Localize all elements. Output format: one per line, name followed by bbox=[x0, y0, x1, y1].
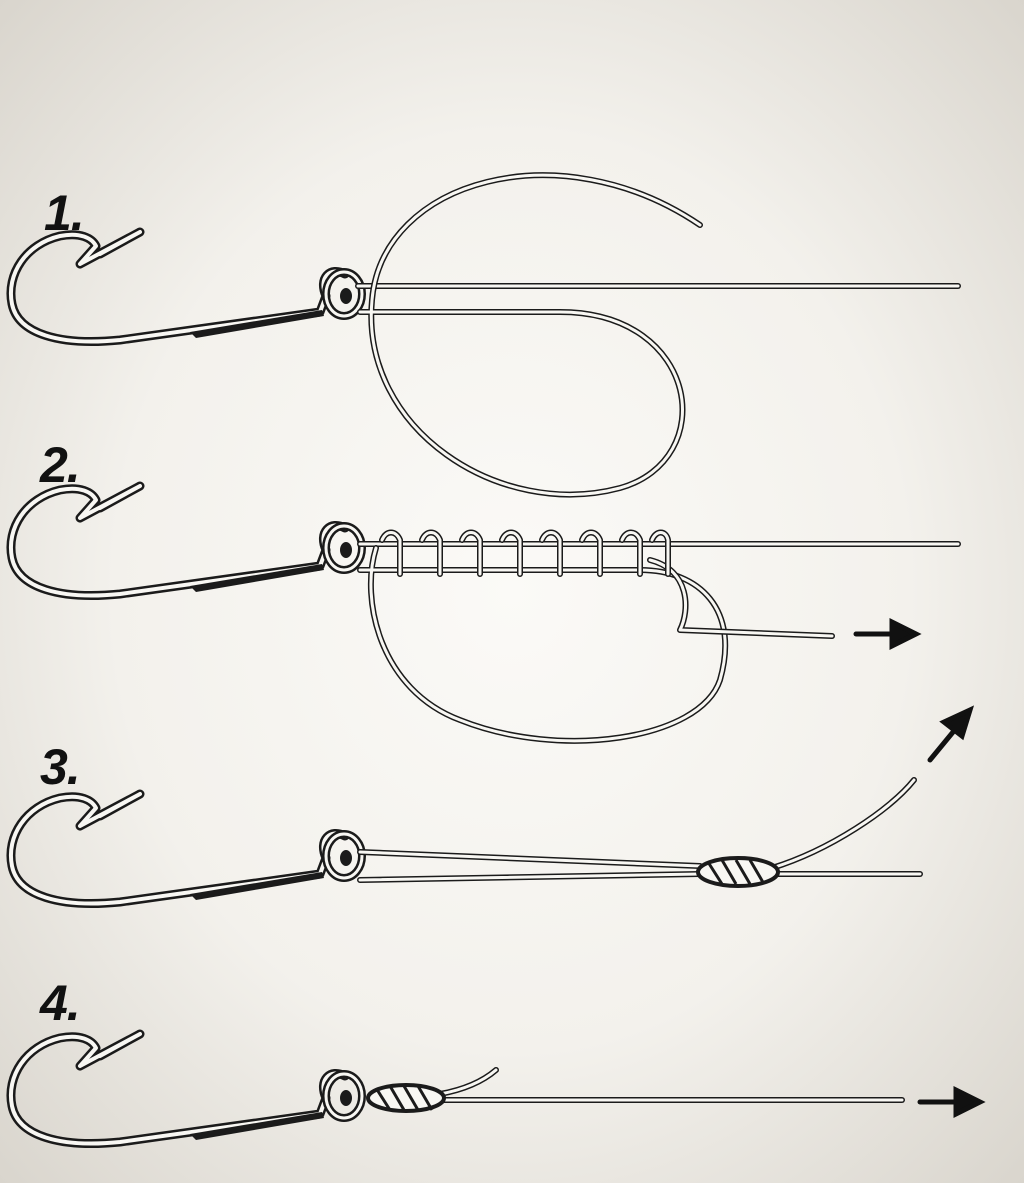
step-1-figure bbox=[11, 172, 961, 498]
knot-step-3 bbox=[696, 856, 780, 888]
hook-1 bbox=[11, 232, 362, 342]
line-step-4 bbox=[437, 1067, 905, 1103]
arrow-step-2 bbox=[853, 617, 922, 651]
line-step-2 bbox=[357, 541, 961, 744]
hook-3 bbox=[11, 794, 362, 904]
line-step-1 bbox=[355, 172, 961, 498]
arrow-step-4 bbox=[917, 1085, 986, 1119]
knot-step-4 bbox=[366, 1083, 446, 1113]
step-3-figure bbox=[11, 705, 975, 904]
step-4-label: 4. bbox=[40, 975, 81, 1031]
step-4-figure bbox=[11, 1034, 986, 1144]
line-step-3 bbox=[357, 777, 923, 883]
step-2-figure bbox=[11, 486, 961, 744]
step-3-label: 3. bbox=[40, 739, 81, 795]
step-2-label: 2. bbox=[40, 437, 81, 493]
wraps-step-2 bbox=[379, 529, 671, 577]
arrow-step-3 bbox=[927, 705, 975, 763]
hook-2 bbox=[11, 486, 362, 596]
hook-4 bbox=[11, 1034, 362, 1144]
step-1-label: 1. bbox=[44, 185, 85, 241]
